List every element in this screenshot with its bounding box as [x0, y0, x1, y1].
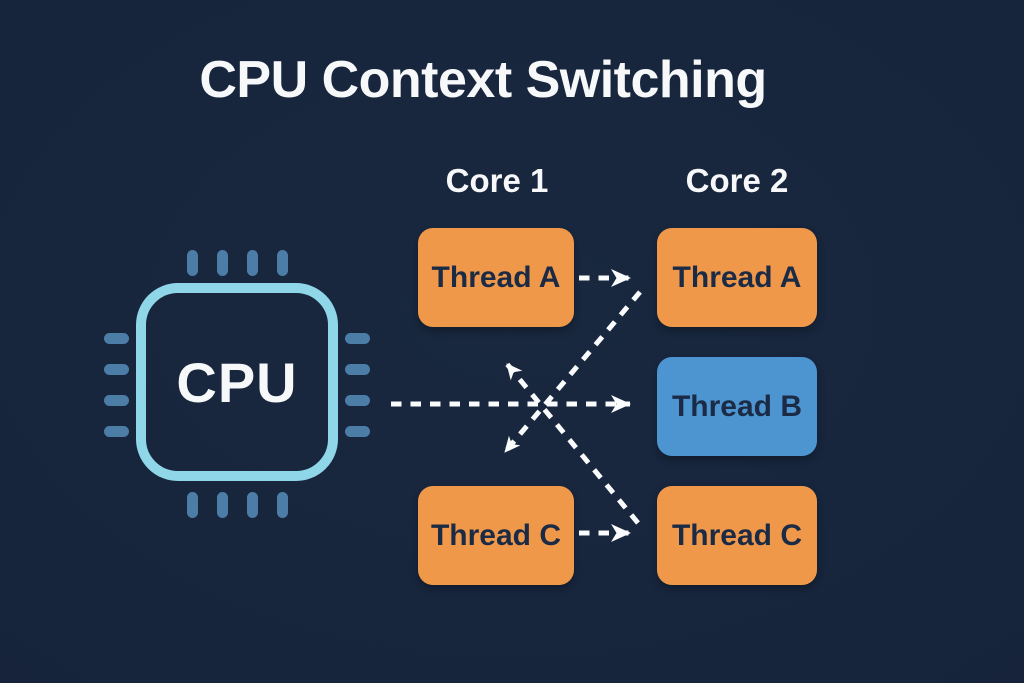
cpu-pin [104, 364, 129, 375]
cpu-chip-body: CPU [136, 283, 338, 481]
page-title: CPU Context Switching [199, 51, 767, 109]
cpu-pin [217, 492, 228, 518]
core2-thread-a-box: Thread A [657, 228, 817, 327]
cpu-pin [345, 364, 370, 375]
core2-thread-b-box: Thread B [657, 357, 817, 456]
cpu-pin [345, 395, 370, 406]
cpu-label: CPU [176, 350, 298, 414]
cpu-pin [345, 333, 370, 344]
cpu-pin [277, 250, 288, 276]
core1-thread-a-box: Thread A [418, 228, 574, 327]
core-1-label: Core 1 [445, 162, 549, 199]
core2-thread-c-box: Thread C [657, 486, 817, 585]
cpu-pin [104, 426, 129, 437]
thread-label: Thread A [672, 260, 802, 294]
core-2-label: Core 2 [685, 162, 789, 199]
cpu-pin [104, 395, 129, 406]
cpu-pin [217, 250, 228, 276]
thread-label: Thread A [431, 260, 561, 294]
cpu-pin [277, 492, 288, 518]
cpu-pin [247, 250, 258, 276]
thread-label: Thread C [430, 518, 562, 552]
cpu-pin [247, 492, 258, 518]
thread-label: Thread C [671, 518, 803, 552]
cpu-pin [187, 250, 198, 276]
core1-thread-c-box: Thread C [418, 486, 574, 585]
cpu-pin [187, 492, 198, 518]
cpu-pin [104, 333, 129, 344]
thread-label: Thread B [671, 389, 803, 423]
cpu-pin [345, 426, 370, 437]
